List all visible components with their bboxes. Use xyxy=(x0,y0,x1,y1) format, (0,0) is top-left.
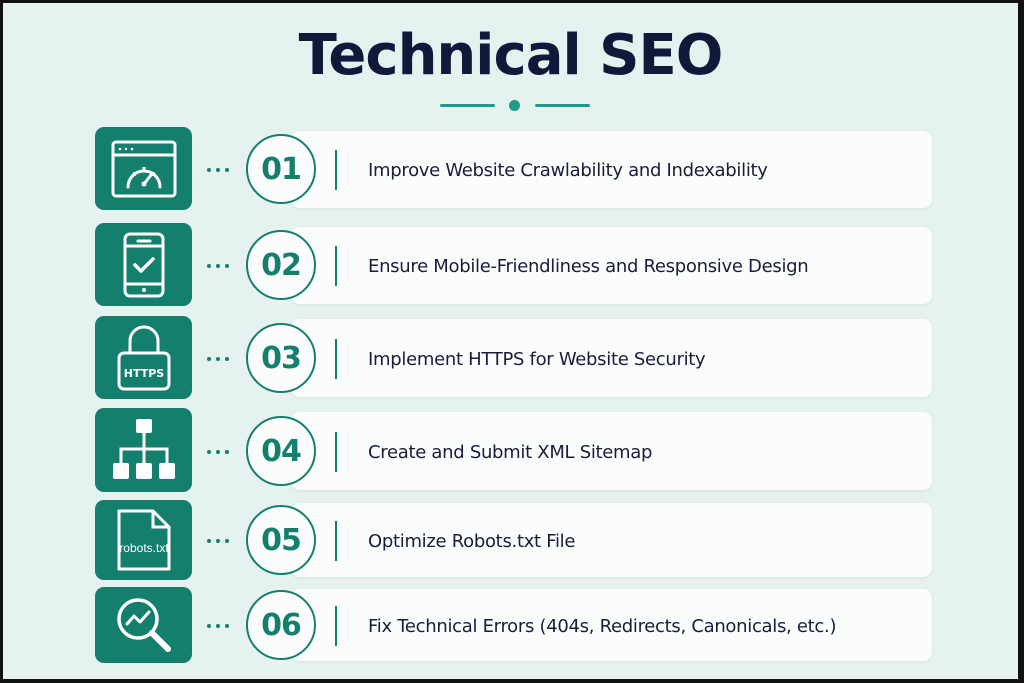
svg-text:robots.txt: robots.txt xyxy=(119,541,169,555)
separator-bar xyxy=(335,521,337,561)
item-label: Improve Website Crawlability and Indexab… xyxy=(368,160,768,181)
item-label: Fix Technical Errors (404s, Redirects, C… xyxy=(368,616,837,637)
connector-dots xyxy=(207,264,234,268)
item-card xyxy=(291,503,932,577)
step-number: 05 xyxy=(246,505,316,575)
divider-dot xyxy=(509,100,520,111)
item-label: Optimize Robots.txt File xyxy=(368,531,576,552)
connector-dots xyxy=(207,539,234,543)
search-analytics-icon xyxy=(95,587,192,663)
page-title: Technical SEO xyxy=(298,23,724,88)
step-number: 04 xyxy=(246,416,316,486)
infographic-canvas: Technical SEO 01 Improve Website Crawlab… xyxy=(3,3,1018,679)
connector-dots xyxy=(207,168,234,172)
sitemap-hierarchy-icon xyxy=(95,408,192,492)
https-lock-icon: HTTPS xyxy=(95,316,192,399)
connector-dots xyxy=(207,450,234,454)
item-label: Create and Submit XML Sitemap xyxy=(368,442,653,463)
robots-txt-file-icon: robots.txt xyxy=(95,500,192,580)
item-card xyxy=(291,589,932,661)
item-label: Ensure Mobile-Friendliness and Responsiv… xyxy=(368,256,809,277)
connector-dots xyxy=(207,624,234,628)
list-item: 06 Fix Technical Errors (404s, Redirects… xyxy=(3,587,1018,663)
item-card xyxy=(291,319,932,397)
connector-dots xyxy=(207,357,234,361)
item-label: Implement HTTPS for Website Security xyxy=(368,349,706,370)
separator-bar xyxy=(335,339,337,379)
item-card xyxy=(291,131,932,208)
svg-text:HTTPS: HTTPS xyxy=(123,367,164,380)
step-number: 02 xyxy=(246,230,316,300)
list-item: 02 Ensure Mobile-Friendliness and Respon… xyxy=(3,223,1018,306)
step-number: 01 xyxy=(246,134,316,204)
separator-bar xyxy=(335,432,337,472)
separator-bar xyxy=(335,606,337,646)
mobile-check-icon xyxy=(95,223,192,306)
step-number: 03 xyxy=(246,323,316,393)
step-number: 06 xyxy=(246,590,316,660)
title-divider xyxy=(440,99,590,111)
list-item: 04 Create and Submit XML Sitemap xyxy=(3,408,1018,492)
separator-bar xyxy=(335,246,337,286)
item-card xyxy=(291,227,932,304)
speed-gauge-browser-icon xyxy=(95,127,192,210)
list-item: 01 Improve Website Crawlability and Inde… xyxy=(3,127,1018,210)
list-item: robots.txt 05 Optimize Robots.txt File xyxy=(3,500,1018,580)
separator-bar xyxy=(335,150,337,190)
divider-line-right xyxy=(535,104,590,107)
divider-line-left xyxy=(440,104,495,107)
item-card xyxy=(291,412,932,490)
list-item: HTTPS 03 Implement HTTPS for Website Sec… xyxy=(3,316,1018,399)
